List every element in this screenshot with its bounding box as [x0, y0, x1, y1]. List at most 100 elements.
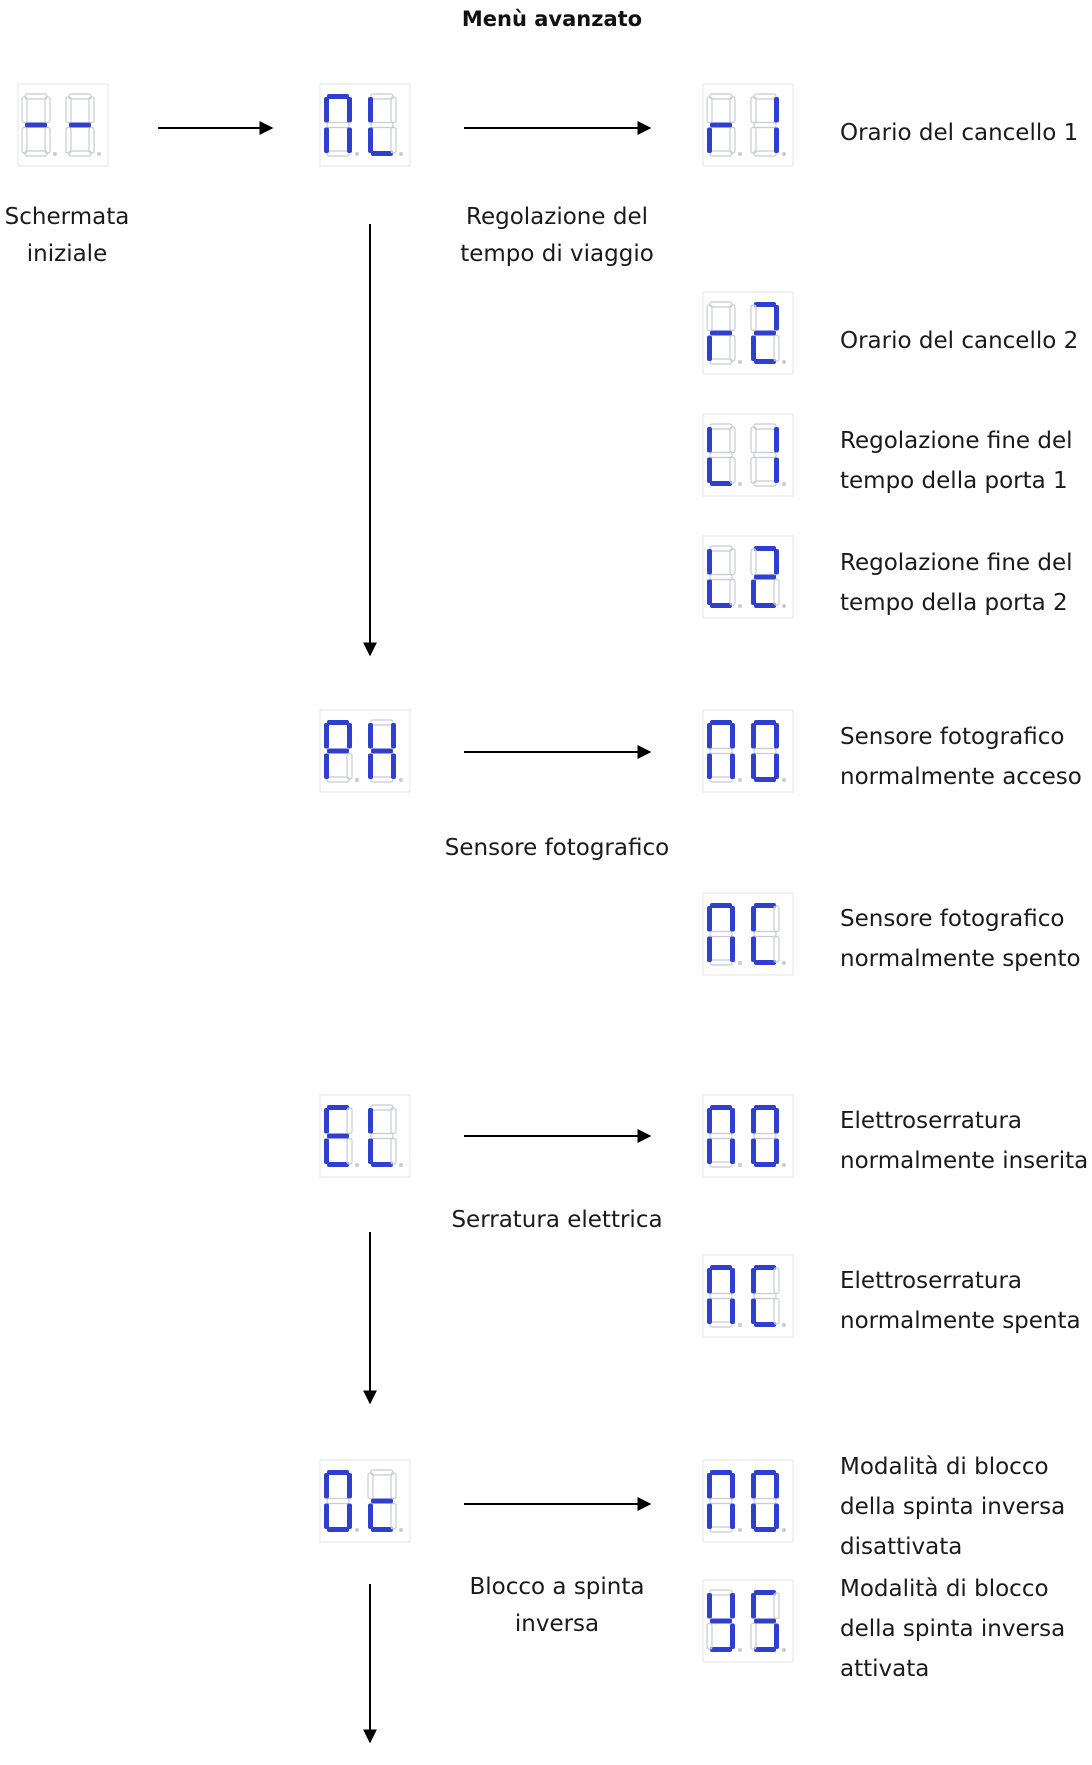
- segment-f-on: [707, 906, 712, 932]
- decimal-point: [738, 1323, 742, 1327]
- segment-g-off: [370, 121, 394, 129]
- menu-1-option-4-display-digit-1: [707, 545, 742, 608]
- segment-e-on: [707, 579, 712, 605]
- segment-a-on: [754, 1470, 776, 1475]
- segment-b-off: [390, 96, 397, 124]
- decimal-point: [782, 360, 786, 364]
- segment-b-off: [773, 1592, 780, 1620]
- menu-4-option-1-display-digit-1: [707, 1470, 742, 1533]
- segment-e-on: [368, 1138, 373, 1164]
- menu-1-label-line: tempo di viaggio: [460, 241, 654, 267]
- segment-c-off: [346, 1137, 353, 1165]
- segment-g-off: [753, 121, 777, 129]
- segment-a-on: [754, 1105, 776, 1110]
- segment-a-on: [754, 903, 776, 908]
- menu-1-option-3-display-digit-2: [750, 423, 786, 487]
- decimal-point: [97, 152, 101, 156]
- segment-g-off: [709, 573, 733, 581]
- segment-g-on: [327, 748, 349, 754]
- menu-3-option-2-display-digit-1: [707, 1265, 742, 1328]
- segment-g-off: [709, 747, 733, 755]
- decimal-point: [782, 961, 786, 965]
- segment-c-on: [774, 753, 779, 779]
- segment-e-on: [751, 1503, 756, 1529]
- segment-e-off: [706, 1622, 713, 1650]
- segment-a-on: [754, 1265, 776, 1270]
- segment-e-on: [751, 335, 756, 361]
- segment-e-on: [324, 127, 329, 153]
- menu-3-option-2-label-line: normalmente spenta: [840, 1308, 1081, 1334]
- menu-2-option-2-label-line: normalmente spento: [840, 946, 1081, 972]
- menu-4-option-2-label-line: attivata: [840, 1656, 929, 1682]
- segment-e-on: [368, 753, 373, 779]
- segment-c-on: [774, 457, 779, 483]
- segment-f-on: [751, 906, 756, 932]
- menu-1-option-2-display: [702, 291, 794, 375]
- segment-f-off: [750, 426, 757, 454]
- segment-e-on: [751, 579, 756, 605]
- segment-f-on: [368, 723, 373, 749]
- decimal-point: [738, 152, 742, 156]
- segment-e-on: [707, 335, 712, 361]
- segment-f-on: [324, 1108, 329, 1134]
- menu-4-option-2-label-line: Modalità di blocco: [840, 1576, 1049, 1602]
- segment-d-off: [709, 1321, 733, 1328]
- menu-3-display-digit-2: [368, 1104, 403, 1167]
- menu-1-option-4-label-line: Regolazione fine del: [840, 550, 1073, 576]
- segment-c-off: [773, 935, 780, 963]
- decimal-point: [738, 604, 742, 608]
- segment-b-on: [774, 1473, 779, 1499]
- segment-g-off: [326, 1497, 350, 1505]
- segment-c-off: [44, 126, 51, 154]
- menu-1-option-4-label-line: tempo della porta 2: [840, 590, 1068, 616]
- decimal-point: [782, 1163, 786, 1167]
- segment-b-on: [347, 723, 352, 749]
- segment-a-on: [754, 546, 776, 551]
- segment-d-on: [754, 603, 776, 608]
- segment-b-on: [774, 1108, 779, 1134]
- decimal-point: [399, 152, 403, 156]
- menu-4-option-2-display: [702, 1579, 794, 1663]
- decimal-point: [782, 1528, 786, 1532]
- menu-3-option-2-display: [702, 1254, 794, 1338]
- menu-4-label-line: Blocco a spinta: [470, 1574, 645, 1600]
- menu-4-option-1-display-digit-2: [751, 1470, 786, 1532]
- segment-g-off: [709, 1292, 733, 1300]
- decimal-point: [355, 778, 359, 782]
- menu-3-option-1-display-digit-1: [707, 1105, 742, 1168]
- segment-c-off: [390, 126, 397, 154]
- segment-e-on: [707, 936, 712, 962]
- menu-4-option-2-display-digit-1: [706, 1589, 742, 1652]
- menu-3-display: [319, 1094, 411, 1178]
- segment-g-off: [709, 930, 733, 938]
- segment-e-on: [707, 753, 712, 779]
- menu-1-option-1-display: [702, 83, 794, 167]
- segment-f-on: [751, 1108, 756, 1134]
- segment-f-off: [21, 96, 28, 124]
- menu-1-option-3-display: [702, 413, 794, 497]
- segment-d-on: [371, 151, 393, 156]
- decimal-point: [355, 152, 359, 156]
- segment-d-on: [754, 1527, 776, 1532]
- segment-a-on: [754, 302, 776, 307]
- menu-2-display-digit-2: [368, 719, 403, 783]
- menu-3-option-1-display-digit-2: [751, 1105, 786, 1167]
- menu-2-display-digit-1: [324, 720, 359, 783]
- decimal-point: [782, 778, 786, 782]
- segment-f-on: [707, 549, 712, 575]
- start-label-line: iniziale: [27, 241, 107, 267]
- segment-e-on: [707, 1138, 712, 1164]
- segment-a-on: [327, 1470, 349, 1475]
- segment-a-on: [710, 720, 732, 725]
- segment-b-on: [347, 1473, 352, 1499]
- segment-f-on: [324, 1473, 329, 1499]
- segment-b-off: [773, 905, 780, 933]
- segment-g-off: [709, 1497, 733, 1505]
- menu-2-option-1-display-digit-1: [707, 720, 742, 783]
- menu-2-option-2-display: [702, 892, 794, 976]
- segment-e-on: [368, 127, 373, 153]
- segment-g-on: [371, 748, 393, 754]
- decimal-point: [738, 482, 742, 486]
- decimal-point: [399, 1528, 403, 1532]
- menu-1-option-2-display-digit-2: [750, 302, 786, 364]
